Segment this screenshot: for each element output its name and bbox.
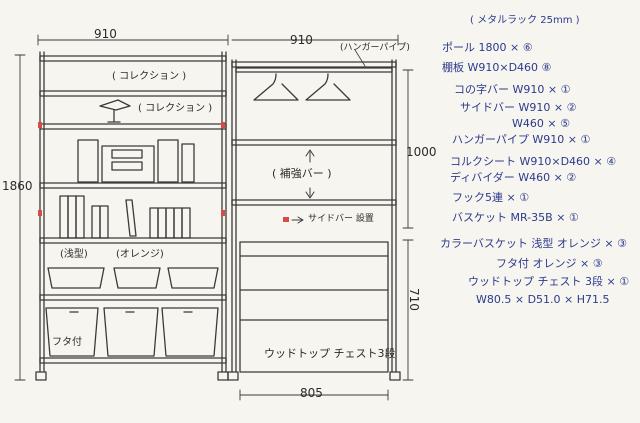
reinforce-bar-arrows [291, 149, 315, 224]
notes-header: ( メタルラック 25mm ) [470, 15, 580, 26]
notes-item: フタ付 オレンジ × ③ [496, 257, 603, 270]
label-side-bar-position: サイドバー 設置 [308, 214, 374, 224]
hanger-pipe [235, 67, 393, 73]
label-lidded: フタ付 [52, 337, 82, 348]
hanger-pipe-tag: (ハンガーパイプ) [340, 43, 410, 53]
shelf-books [59, 195, 191, 239]
notes-item: コルクシート W910×D460 × ④ [450, 155, 617, 168]
notes-item: ハンガーパイプ W910 × ① [452, 133, 591, 146]
label-reinforce-bar: ( 補強バー ) [272, 167, 332, 180]
notes-item: W460 × ⑤ [512, 117, 570, 130]
rack-feet [227, 371, 401, 381]
shallow-baskets [47, 267, 219, 289]
bird-figurine [99, 99, 131, 123]
dimension-left-width: 910 [94, 27, 117, 41]
dimension-total-height: 1860 [2, 179, 33, 193]
notes-item: バスケット MR-35B × ① [452, 211, 579, 224]
right-rack-shelf [231, 139, 397, 146]
notes-item: ポール 1800 × ⑥ [442, 41, 533, 54]
label-woodtop-chest: ウッドトップ チェスト3段 [264, 347, 396, 360]
notes-item: カラーバスケット 浅型 オレンジ × ③ [440, 237, 627, 250]
left-rack [35, 51, 289, 381]
dimension-bottom-width: 805 [300, 386, 323, 400]
notes-item: ウッドトップ チェスト 3段 × ① [468, 275, 630, 288]
rack-feet [35, 371, 229, 381]
left-rack-shelves [39, 55, 227, 364]
notes-item: ディバイダー W460 × ② [450, 171, 577, 184]
notes-item: サイドバー W910 × ② [460, 101, 577, 114]
notes-item: W80.5 × D51.0 × H71.5 [476, 293, 610, 306]
right-rack [227, 49, 401, 381]
clothes-hangers [253, 73, 351, 101]
dimension-right-width: 910 [290, 33, 313, 47]
dimension-right-lower-height: 710 [407, 288, 421, 311]
notes-item: 棚板 W910×D460 ⑧ [442, 61, 552, 74]
label-collection-top: ( コレクション ) [112, 71, 187, 82]
notes-item: コの字バー W910 × ① [454, 83, 571, 96]
label-collection-second: ( コレクション ) [138, 103, 213, 114]
right-rack-top-shelf [231, 61, 397, 68]
woodtop-chest [239, 241, 389, 373]
label-shallow: (浅型) [60, 249, 88, 260]
side-bar-markers [38, 122, 289, 222]
notes-item: フック5連 × ① [452, 191, 530, 204]
dimension-lines [14, 34, 414, 401]
label-orange: (オレンジ) [116, 249, 164, 260]
dimension-right-upper-height: 1000 [406, 145, 437, 159]
lidded-baskets [45, 307, 219, 357]
right-rack-shelf [231, 199, 397, 206]
shelf-boxes [77, 139, 195, 183]
